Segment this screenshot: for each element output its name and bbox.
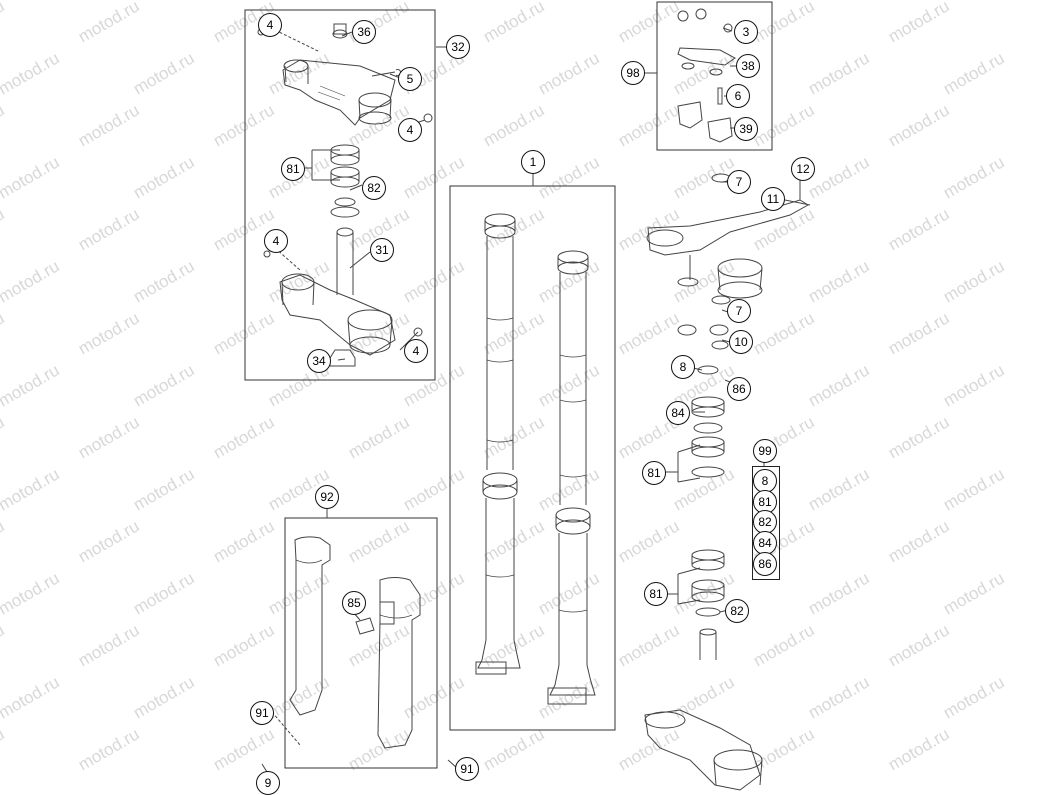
callout-81: 81 [642, 461, 666, 485]
steering-stem-31 [336, 227, 354, 295]
callout-82: 82 [725, 599, 749, 623]
callout-7: 7 [727, 170, 751, 194]
frame-group-1 [449, 185, 616, 731]
callout-86: 86 [753, 552, 777, 576]
bearing-cup-34 [329, 349, 356, 367]
callout-99: 99 [753, 439, 777, 463]
callout-10: 10 [729, 330, 753, 354]
callout-32: 32 [446, 35, 470, 59]
callout-7: 7 [727, 299, 751, 323]
damper-mount-98 [677, 8, 736, 143]
callout-1: 1 [521, 150, 545, 174]
callout-91: 91 [250, 701, 274, 725]
callout-9: 9 [256, 771, 280, 795]
callout-4: 4 [258, 13, 282, 37]
frame-group-98 [656, 1, 773, 151]
callout-34: 34 [307, 349, 331, 373]
callout-12: 12 [791, 157, 815, 181]
fork-guard-left [289, 536, 331, 716]
callout-82: 82 [362, 176, 386, 200]
upper-clamp-right [646, 199, 809, 299]
upper-triple-clamp-32 [282, 59, 396, 126]
frame-group-32 [244, 9, 436, 381]
callout-3: 3 [734, 20, 758, 44]
fork-leg-right [547, 250, 596, 705]
callout-81: 81 [644, 582, 668, 606]
callout-39: 39 [734, 117, 758, 141]
callout-6: 6 [726, 84, 750, 108]
callout-11: 11 [761, 187, 785, 211]
callout-5: 5 [398, 67, 422, 91]
callout-8: 8 [753, 469, 777, 493]
fork-guard-right [377, 577, 421, 749]
callout-8: 8 [671, 355, 695, 379]
lower-triple-clamp [279, 273, 396, 356]
lower-clamp-right [644, 709, 763, 791]
bearing-stack-right-upper [691, 396, 725, 478]
callout-92: 92 [315, 485, 339, 509]
callout-85: 85 [342, 591, 366, 615]
callout-4: 4 [404, 339, 428, 363]
callout-36: 36 [352, 20, 376, 44]
callout-81: 81 [281, 157, 305, 181]
bearing-stack-right-lower [691, 549, 725, 660]
set-99-box [752, 466, 780, 580]
callout-38: 38 [736, 54, 760, 78]
callout-84: 84 [666, 401, 690, 425]
frame-group-92 [284, 517, 438, 769]
callout-98: 98 [621, 61, 645, 85]
clip-85 [355, 617, 375, 635]
callout-84: 84 [753, 531, 777, 555]
bearing-stack-81-82 [330, 144, 360, 218]
fork-leg-left [475, 213, 521, 675]
callout-86: 86 [727, 377, 751, 401]
callout-4: 4 [264, 229, 288, 253]
callout-91: 91 [455, 757, 479, 781]
callout-4: 4 [398, 118, 422, 142]
callout-31: 31 [370, 238, 394, 262]
callout-82: 82 [753, 510, 777, 534]
nut-36 [332, 29, 348, 39]
